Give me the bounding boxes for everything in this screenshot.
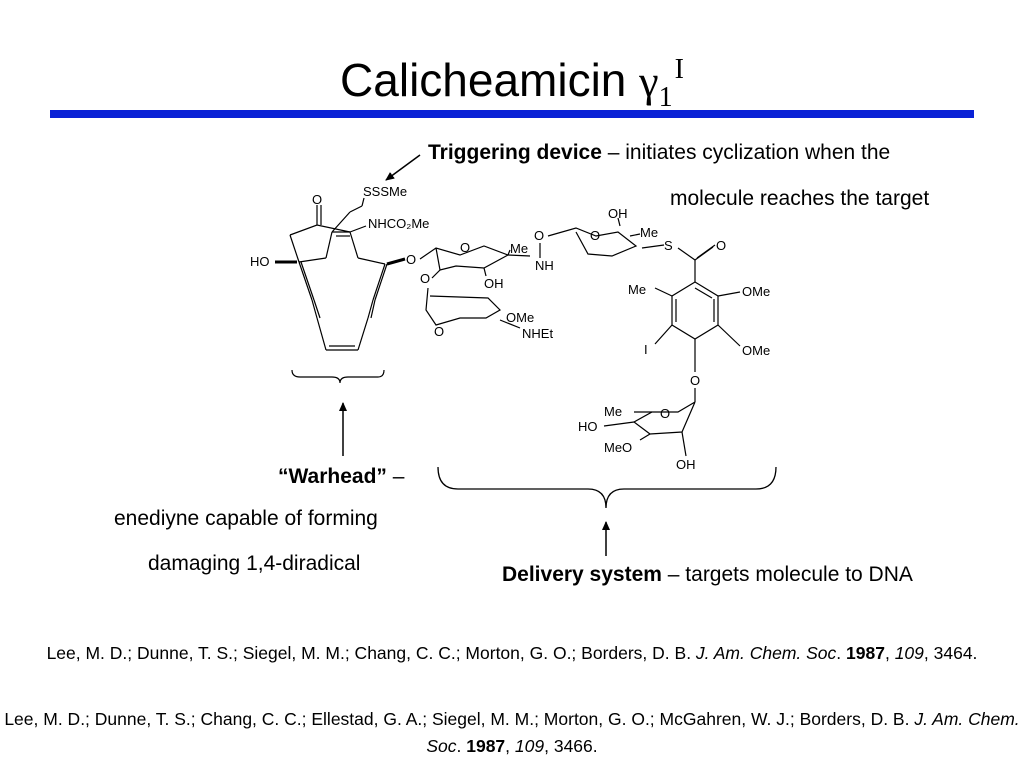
label-nhco2me: NHCO₂Me <box>368 216 429 231</box>
ref2-authors: Lee, M. D.; Dunne, T. S.; Chang, C. C.; … <box>4 709 915 729</box>
ref2-journal: J. Am. Chem. Soc <box>426 709 1020 756</box>
label-o-carbonyl: O <box>716 238 726 253</box>
delivery-callout: Delivery system – targets molecule to DN… <box>502 552 913 598</box>
title-text: Calicheamicin <box>340 54 640 106</box>
warhead-brace <box>291 369 385 384</box>
label-o-ring1: O <box>460 240 470 255</box>
warhead-text3: damaging 1,4-diradical <box>148 552 361 575</box>
reference-1: Lee, M. D.; Dunne, T. S.; Siegel, M. M.;… <box>0 640 1024 667</box>
title-divider <box>50 110 974 118</box>
label-o-ring4: O <box>660 406 670 421</box>
label-nh: NH <box>535 258 554 273</box>
label-oh4: OH <box>676 457 696 472</box>
ref1-authors: Lee, M. D.; Dunne, T. S.; Siegel, M. M.;… <box>46 643 696 663</box>
slide-title: Calicheamicin γ1I <box>0 40 1024 128</box>
ref1-year: 1987 <box>846 643 885 663</box>
delivery-brace <box>437 466 777 509</box>
label-o-link: O <box>406 252 416 267</box>
ref1-dot: . <box>836 643 847 663</box>
reference-2: Lee, M. D.; Dunne, T. S.; Chang, C. C.; … <box>0 706 1024 760</box>
label-oh2: OH <box>608 206 628 221</box>
delivery-text: – targets molecule to DNA <box>661 563 913 586</box>
warhead-label: “Warhead” <box>278 465 387 488</box>
atom-labels: O SSSMe NHCO₂Me HO O O Me NH OH O O OH M… <box>250 184 770 472</box>
label-me4: Me <box>604 404 622 419</box>
warhead-callout-line1: “Warhead” – <box>278 454 404 500</box>
label-ome-aryl2: OMe <box>742 343 770 358</box>
label-ome1: OMe <box>506 310 534 325</box>
label-ho: HO <box>250 254 270 269</box>
triggering-arrow <box>385 154 421 181</box>
oligosaccharide-chain <box>419 217 741 457</box>
label-iodine: I <box>644 342 648 357</box>
label-nhet: NHEt <box>522 326 553 341</box>
delivery-label: Delivery system <box>502 563 662 586</box>
label-o-aryl: O <box>690 373 700 388</box>
label-o-sugar3: O <box>420 271 430 286</box>
title-greek: γ <box>639 57 659 106</box>
label-sssme: SSSMe <box>363 184 407 199</box>
title-subscript: 1 <box>658 82 673 113</box>
triggering-text2: molecule reaches the target <box>670 187 930 210</box>
ref1-journal: J. Am. Chem. Soc <box>695 643 837 663</box>
triggering-label: Triggering device <box>428 141 602 164</box>
triggering-text1: – initiates cyclization when the <box>601 141 891 164</box>
ref2-year: 1987 <box>466 736 506 756</box>
ref2-sep: , <box>505 736 515 756</box>
ref2-volume: 109 <box>514 736 545 756</box>
ref1-pages: , 3464. <box>923 643 978 663</box>
label-me1: Me <box>510 241 528 256</box>
label-me-aryl: Me <box>628 282 646 297</box>
triggering-callout-line1: Triggering device – initiates cyclizatio… <box>428 130 890 176</box>
label-o-ring2: O <box>590 228 600 243</box>
ref1-sep: , <box>884 643 895 663</box>
warhead-text2: enediyne capable of forming <box>114 507 378 530</box>
warhead-dash: – <box>386 465 405 488</box>
label-o-ring3: O <box>434 324 444 339</box>
label-ome-aryl1: OMe <box>742 284 770 299</box>
title-superscript: I <box>674 54 684 85</box>
ref2-dot: . <box>456 736 467 756</box>
ref2-pages: , 3466. <box>544 736 598 756</box>
label-o-ketone: O <box>312 192 322 207</box>
label-oh1: OH <box>484 276 504 291</box>
label-me2: Me <box>640 225 658 240</box>
ref1-volume: 109 <box>894 643 924 663</box>
enediyne-core <box>275 197 406 351</box>
label-ho4: HO <box>578 419 598 434</box>
label-s: S <box>664 238 673 253</box>
label-o-n: O <box>534 228 544 243</box>
label-meo4: MeO <box>604 440 632 455</box>
